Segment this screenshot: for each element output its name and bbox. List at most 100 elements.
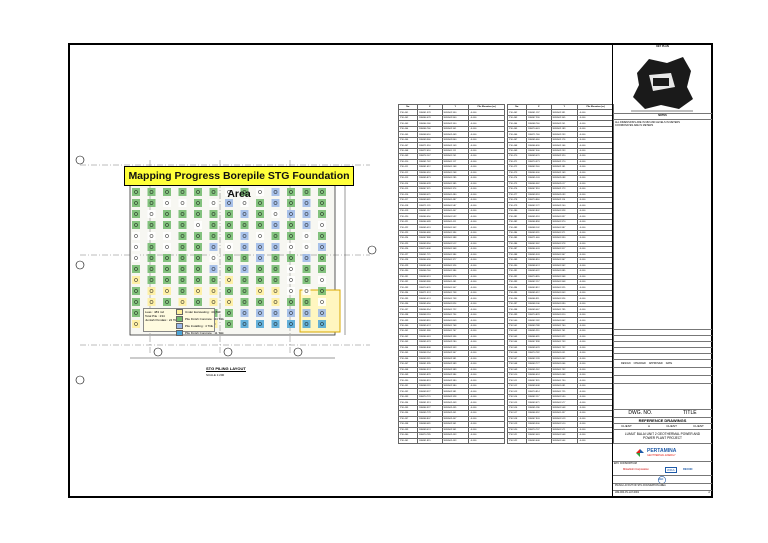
dwg-no-row: DWG. NO. TITLE	[613, 409, 712, 417]
pile-marker	[273, 278, 278, 282]
pile-cap	[318, 298, 326, 306]
pile-marker	[258, 190, 262, 194]
legend-item: Pile Finish Concrete : 11 Titik	[176, 329, 234, 336]
pile-marker	[134, 223, 138, 227]
pile-cap	[163, 287, 171, 295]
pile-marker	[289, 190, 293, 194]
pile-cap	[178, 265, 187, 273]
pile-marker	[242, 212, 247, 216]
legend-line: Total Pile : 234	[145, 314, 165, 318]
pile-marker	[134, 322, 138, 326]
pile-marker	[211, 212, 216, 216]
sign-label: APPROVED	[648, 362, 663, 365]
pile-marker	[227, 212, 231, 216]
pile-cap	[225, 309, 233, 317]
rev-grid-row	[613, 335, 712, 341]
pile-cap	[163, 243, 171, 251]
pile-cap	[225, 298, 233, 306]
pile-cap	[256, 265, 264, 273]
pile-marker	[149, 190, 154, 194]
pile-cap	[256, 276, 264, 284]
pile-cap	[178, 276, 187, 284]
pile-marker	[258, 300, 262, 304]
pile-cap	[163, 210, 171, 218]
legend-swatch	[176, 322, 183, 329]
pile-marker	[258, 245, 262, 249]
pile-marker	[196, 289, 200, 293]
pile-marker	[165, 267, 169, 271]
pile-cap	[147, 243, 156, 251]
pile-marker	[196, 223, 200, 227]
pile-marker	[304, 322, 309, 326]
pile-marker	[242, 311, 247, 315]
pile-cap	[302, 298, 311, 306]
pile-marker	[289, 223, 293, 227]
pile-cap	[256, 309, 264, 317]
rev-grid-row	[613, 367, 712, 375]
pile-cap	[209, 243, 218, 251]
pile-cap	[287, 287, 295, 295]
pile-cap	[287, 232, 295, 240]
drawing-title: PILING LAYOUT OF STG FOUNDATION AREA	[613, 483, 712, 490]
pile-cap	[147, 232, 156, 240]
grid-bubble	[153, 347, 163, 357]
rev-cell: CLIENT	[621, 424, 632, 428]
owner-row: PERTAMINA GEOTHERMAL ENERGY	[613, 443, 712, 461]
pile-cap	[271, 298, 280, 306]
pile-marker	[134, 201, 138, 205]
pile-marker	[289, 278, 293, 282]
left-grid-bubble	[75, 375, 85, 385]
pile-cap	[147, 265, 156, 273]
pile-marker	[196, 300, 200, 304]
pile-marker	[273, 311, 278, 315]
pile-marker	[242, 278, 247, 282]
pile-cap	[256, 188, 264, 196]
pile-cap	[178, 210, 187, 218]
pile-cap	[132, 276, 140, 284]
pile-cap	[271, 265, 280, 273]
pile-marker	[180, 300, 185, 304]
pile-cap	[287, 298, 295, 306]
pile-cap	[287, 254, 295, 262]
pile-cap	[287, 309, 295, 317]
pile-marker	[180, 234, 185, 238]
pile-cap	[318, 199, 326, 207]
pile-marker	[258, 212, 262, 216]
sign-row: DESIGN CHECKED APPROVED DATE	[613, 359, 712, 367]
pile-marker	[242, 289, 247, 293]
banner-title: Mapping Progress Borepile STG Foundation…	[124, 166, 354, 200]
pile-marker	[304, 190, 309, 194]
pile-marker	[165, 223, 169, 227]
pile-cap	[225, 199, 233, 207]
pile-cap	[302, 221, 311, 229]
pile-cap	[194, 243, 202, 251]
pile-cap	[256, 232, 264, 240]
pile-cap	[256, 221, 264, 229]
pile-marker	[242, 190, 247, 194]
pile-marker	[227, 201, 231, 205]
pile-cap	[287, 221, 295, 229]
pile-marker	[242, 223, 247, 227]
pile-cap	[287, 210, 295, 218]
pile-marker	[242, 256, 247, 260]
pile-marker	[258, 201, 262, 205]
pile-marker	[273, 300, 278, 304]
pile-cap	[240, 276, 249, 284]
pile-marker	[134, 278, 138, 282]
pile-marker	[320, 278, 324, 282]
pile-marker	[320, 289, 324, 293]
reference-label: REFERENCE DRAWINGS	[613, 417, 712, 423]
pile-marker	[227, 289, 231, 293]
pile-marker	[227, 223, 231, 227]
sign-label: DATE	[665, 362, 673, 365]
pile-marker	[289, 245, 293, 249]
pile-cap	[209, 210, 218, 218]
pile-cap	[209, 276, 218, 284]
pile-cap	[147, 254, 156, 262]
legend-label: Pile Installing : 4 Titik	[185, 323, 214, 328]
pile-cap	[209, 232, 218, 240]
